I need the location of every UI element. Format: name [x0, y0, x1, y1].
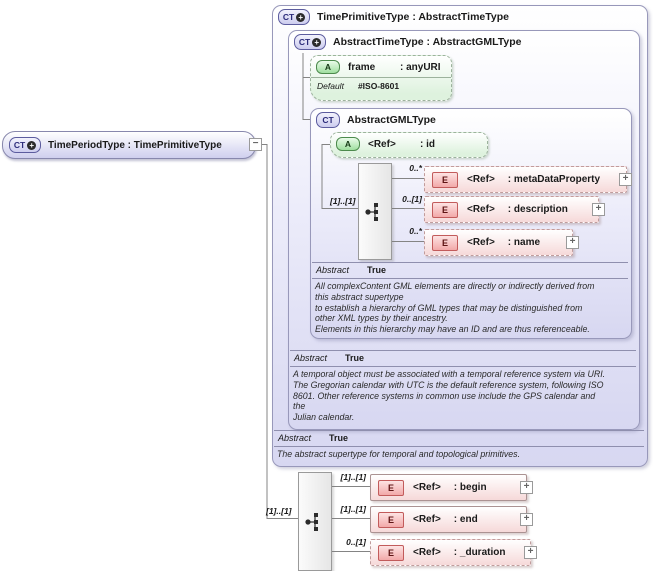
element-name: <Ref> [413, 482, 441, 493]
abstract-value: True [329, 433, 349, 443]
divider [290, 350, 636, 351]
sequence-icon [365, 202, 378, 221]
sequence-compositor[interactable] [298, 472, 332, 571]
abstract-value: True [367, 265, 387, 275]
node-time-period-type[interactable]: CT + TimePeriodType : TimePrimitiveType [2, 131, 256, 159]
annotation-text: A temporal object must be associated wit… [293, 369, 606, 423]
badge-label: CT [13, 140, 26, 150]
element-icon: E [378, 544, 404, 561]
element-name: <Ref> [467, 237, 495, 248]
expand-icon[interactable]: + [524, 546, 537, 559]
element-icon: E [432, 171, 458, 188]
element-type: : end [453, 514, 478, 525]
header-abstract-gml-type[interactable]: CT AbstractGMLType [316, 112, 436, 128]
occurrence-label: 0..[1] [346, 537, 366, 547]
divider [274, 446, 644, 447]
annotation-text: All complexContent GML elements are dire… [315, 281, 595, 335]
element-description[interactable]: E <Ref> : description [424, 196, 599, 223]
element-begin[interactable]: E <Ref> : begin [370, 474, 527, 501]
default-label: Default [317, 81, 344, 91]
plus-icon: + [27, 140, 37, 150]
expand-icon[interactable]: + [520, 481, 533, 494]
abstract-label: Abstract [294, 353, 328, 363]
element-name: <Ref> [467, 204, 495, 215]
abstract-row: Abstract True [294, 353, 364, 363]
badge-label: CT [298, 37, 311, 47]
collapse-icon[interactable]: − [249, 138, 262, 151]
badge-label: CT [322, 115, 334, 125]
occurrence-label: [1]..[1] [340, 472, 367, 482]
expand-icon[interactable]: + [566, 236, 579, 249]
plus-icon: + [312, 37, 322, 47]
default-value: #ISO-8601 [357, 81, 400, 91]
occurrence-label: [1]..[1] [266, 506, 292, 516]
header-abstract-time-type[interactable]: CT + AbstractTimeType : AbstractGMLType [294, 34, 521, 50]
expand-icon[interactable]: + [619, 173, 632, 186]
complex-type-icon: CT + [9, 137, 41, 153]
complex-type-icon: CT [316, 112, 340, 128]
element-name: <Ref> [413, 514, 441, 525]
complex-type-icon: CT + [294, 34, 326, 50]
attribute-type: : id [420, 138, 435, 150]
abstract-row: Abstract True [278, 433, 348, 443]
box-title: AbstractGMLType [347, 114, 436, 126]
plus-icon: + [296, 12, 306, 22]
element-type: : begin [453, 482, 487, 493]
sequence-compositor[interactable] [358, 163, 392, 260]
abstract-value: True [345, 353, 365, 363]
abstract-label: Abstract [278, 433, 312, 443]
element-name-node[interactable]: E <Ref> : name [424, 229, 573, 256]
sequence-icon [305, 512, 318, 531]
element-metadataproperty[interactable]: E <Ref> : metaDataProperty [424, 166, 627, 193]
annotation-text: The abstract supertype for temporal and … [277, 449, 521, 459]
attribute-frame[interactable]: A frame : anyURI Default #ISO-8601 [310, 55, 452, 101]
abstract-label: Abstract [316, 265, 350, 275]
box-title: TimePrimitiveType : AbstractTimeType [317, 11, 509, 23]
badge-label: CT [282, 12, 295, 22]
element-icon: E [432, 234, 458, 251]
complex-type-icon: CT + [278, 9, 310, 25]
element-icon: E [378, 511, 404, 528]
element-type: : name [507, 237, 541, 248]
occurrence-label: 0..[1] [402, 194, 422, 204]
divider [274, 430, 644, 431]
header-time-primitive-type[interactable]: CT + TimePrimitiveType : AbstractTimeTyp… [278, 9, 509, 25]
element-type: : description [507, 204, 568, 215]
abstract-row: Abstract True [316, 265, 386, 275]
element-duration[interactable]: E <Ref> : _duration [370, 539, 531, 566]
attribute-row: A <Ref> : id [331, 133, 487, 154]
element-icon: E [432, 201, 458, 218]
occurrence-label: [1]..[1] [340, 504, 367, 514]
attribute-row: A frame : anyURI [311, 56, 451, 77]
divider [312, 262, 628, 263]
attribute-default-row: Default #ISO-8601 [311, 78, 451, 91]
divider [311, 77, 451, 78]
occurrence-label: 0..* [409, 163, 422, 173]
attribute-name: frame [348, 61, 376, 73]
attribute-type: : anyURI [400, 61, 441, 73]
occurrence-label: 0..* [409, 226, 422, 236]
element-name: <Ref> [467, 174, 495, 185]
element-type: : metaDataProperty [507, 174, 601, 185]
element-type: : _duration [453, 547, 506, 558]
expand-icon[interactable]: + [592, 203, 605, 216]
attribute-icon: A [316, 60, 340, 74]
element-name: <Ref> [413, 547, 441, 558]
occurrence-label: [1]..[1] [330, 196, 356, 206]
attribute-icon: A [336, 137, 360, 151]
divider [290, 366, 636, 367]
box-title: AbstractTimeType : AbstractGMLType [333, 36, 522, 48]
divider [312, 278, 628, 279]
attribute-name: <Ref> [368, 138, 396, 150]
attribute-id[interactable]: A <Ref> : id [330, 132, 488, 158]
element-end[interactable]: E <Ref> : end [370, 506, 527, 533]
node-title: TimePeriodType : TimePrimitiveType [48, 139, 222, 151]
element-icon: E [378, 479, 404, 496]
expand-icon[interactable]: + [520, 513, 533, 526]
